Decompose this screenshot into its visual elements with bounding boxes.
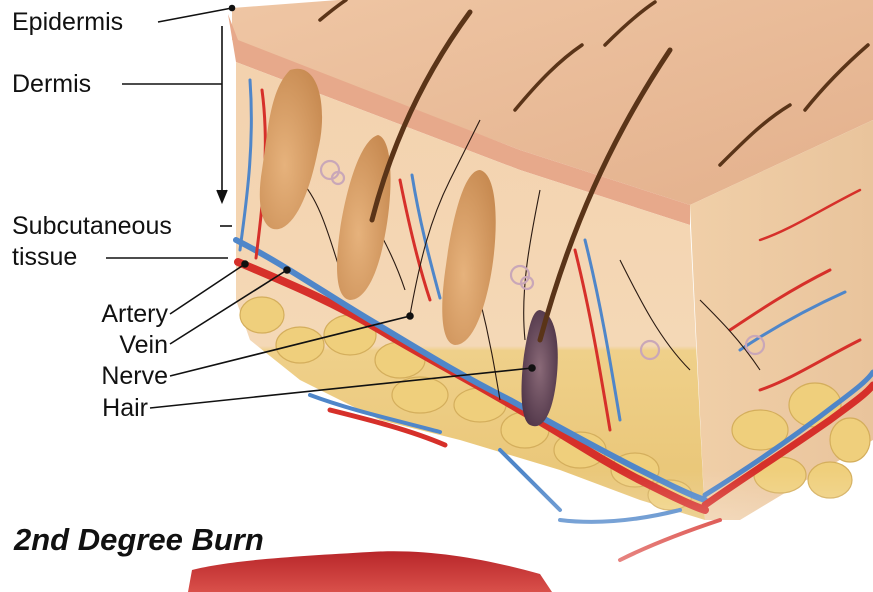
label-nerve: Nerve: [101, 364, 168, 389]
epidermis-dot: [230, 6, 235, 11]
label-tissue: tissue: [12, 245, 77, 270]
label-hair: Hair: [102, 396, 148, 421]
vein-dot: [284, 267, 290, 273]
artery-leader: [170, 264, 245, 314]
label-vein: Vein: [119, 333, 168, 358]
section-heading: 2nd Degree Burn: [14, 522, 264, 558]
hair-dot: [529, 365, 535, 371]
label-dermis: Dermis: [12, 72, 91, 97]
label-subcutaneous: Subcutaneous: [12, 214, 172, 239]
label-epidermis: Epidermis: [12, 10, 123, 35]
label-artery: Artery: [101, 302, 168, 327]
dermis-range-arrow: [217, 190, 227, 202]
artery-dot: [242, 261, 248, 267]
epidermis-leader: [158, 8, 232, 22]
nerve-dot: [407, 313, 413, 319]
